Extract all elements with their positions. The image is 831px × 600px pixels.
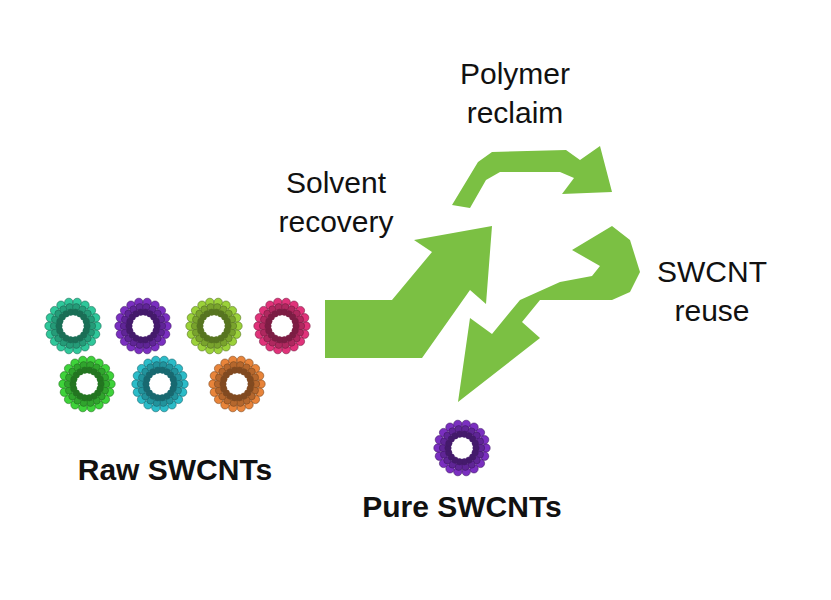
swcnt-ring <box>186 298 242 354</box>
swcnt-ring <box>254 298 310 354</box>
group-label: Pure SWCNTs <box>362 487 561 526</box>
swcnt-ring <box>59 356 115 412</box>
swcnt-ring <box>132 356 188 412</box>
swcnt-ring <box>45 298 101 354</box>
group-label: Raw SWCNTs <box>78 450 272 489</box>
swcnt-rings <box>45 298 490 476</box>
swcnt-ring <box>209 356 265 412</box>
step-label: Solvent recovery <box>249 163 424 241</box>
reuse-arrow <box>458 226 640 402</box>
polymer-arrow <box>452 146 612 208</box>
solvent-arrow <box>325 226 492 358</box>
swcnt-ring <box>115 298 171 354</box>
step-label: SWCNT reuse <box>640 252 785 330</box>
step-label: Polymer reclaim <box>433 54 598 132</box>
swcnt-ring <box>434 420 490 476</box>
